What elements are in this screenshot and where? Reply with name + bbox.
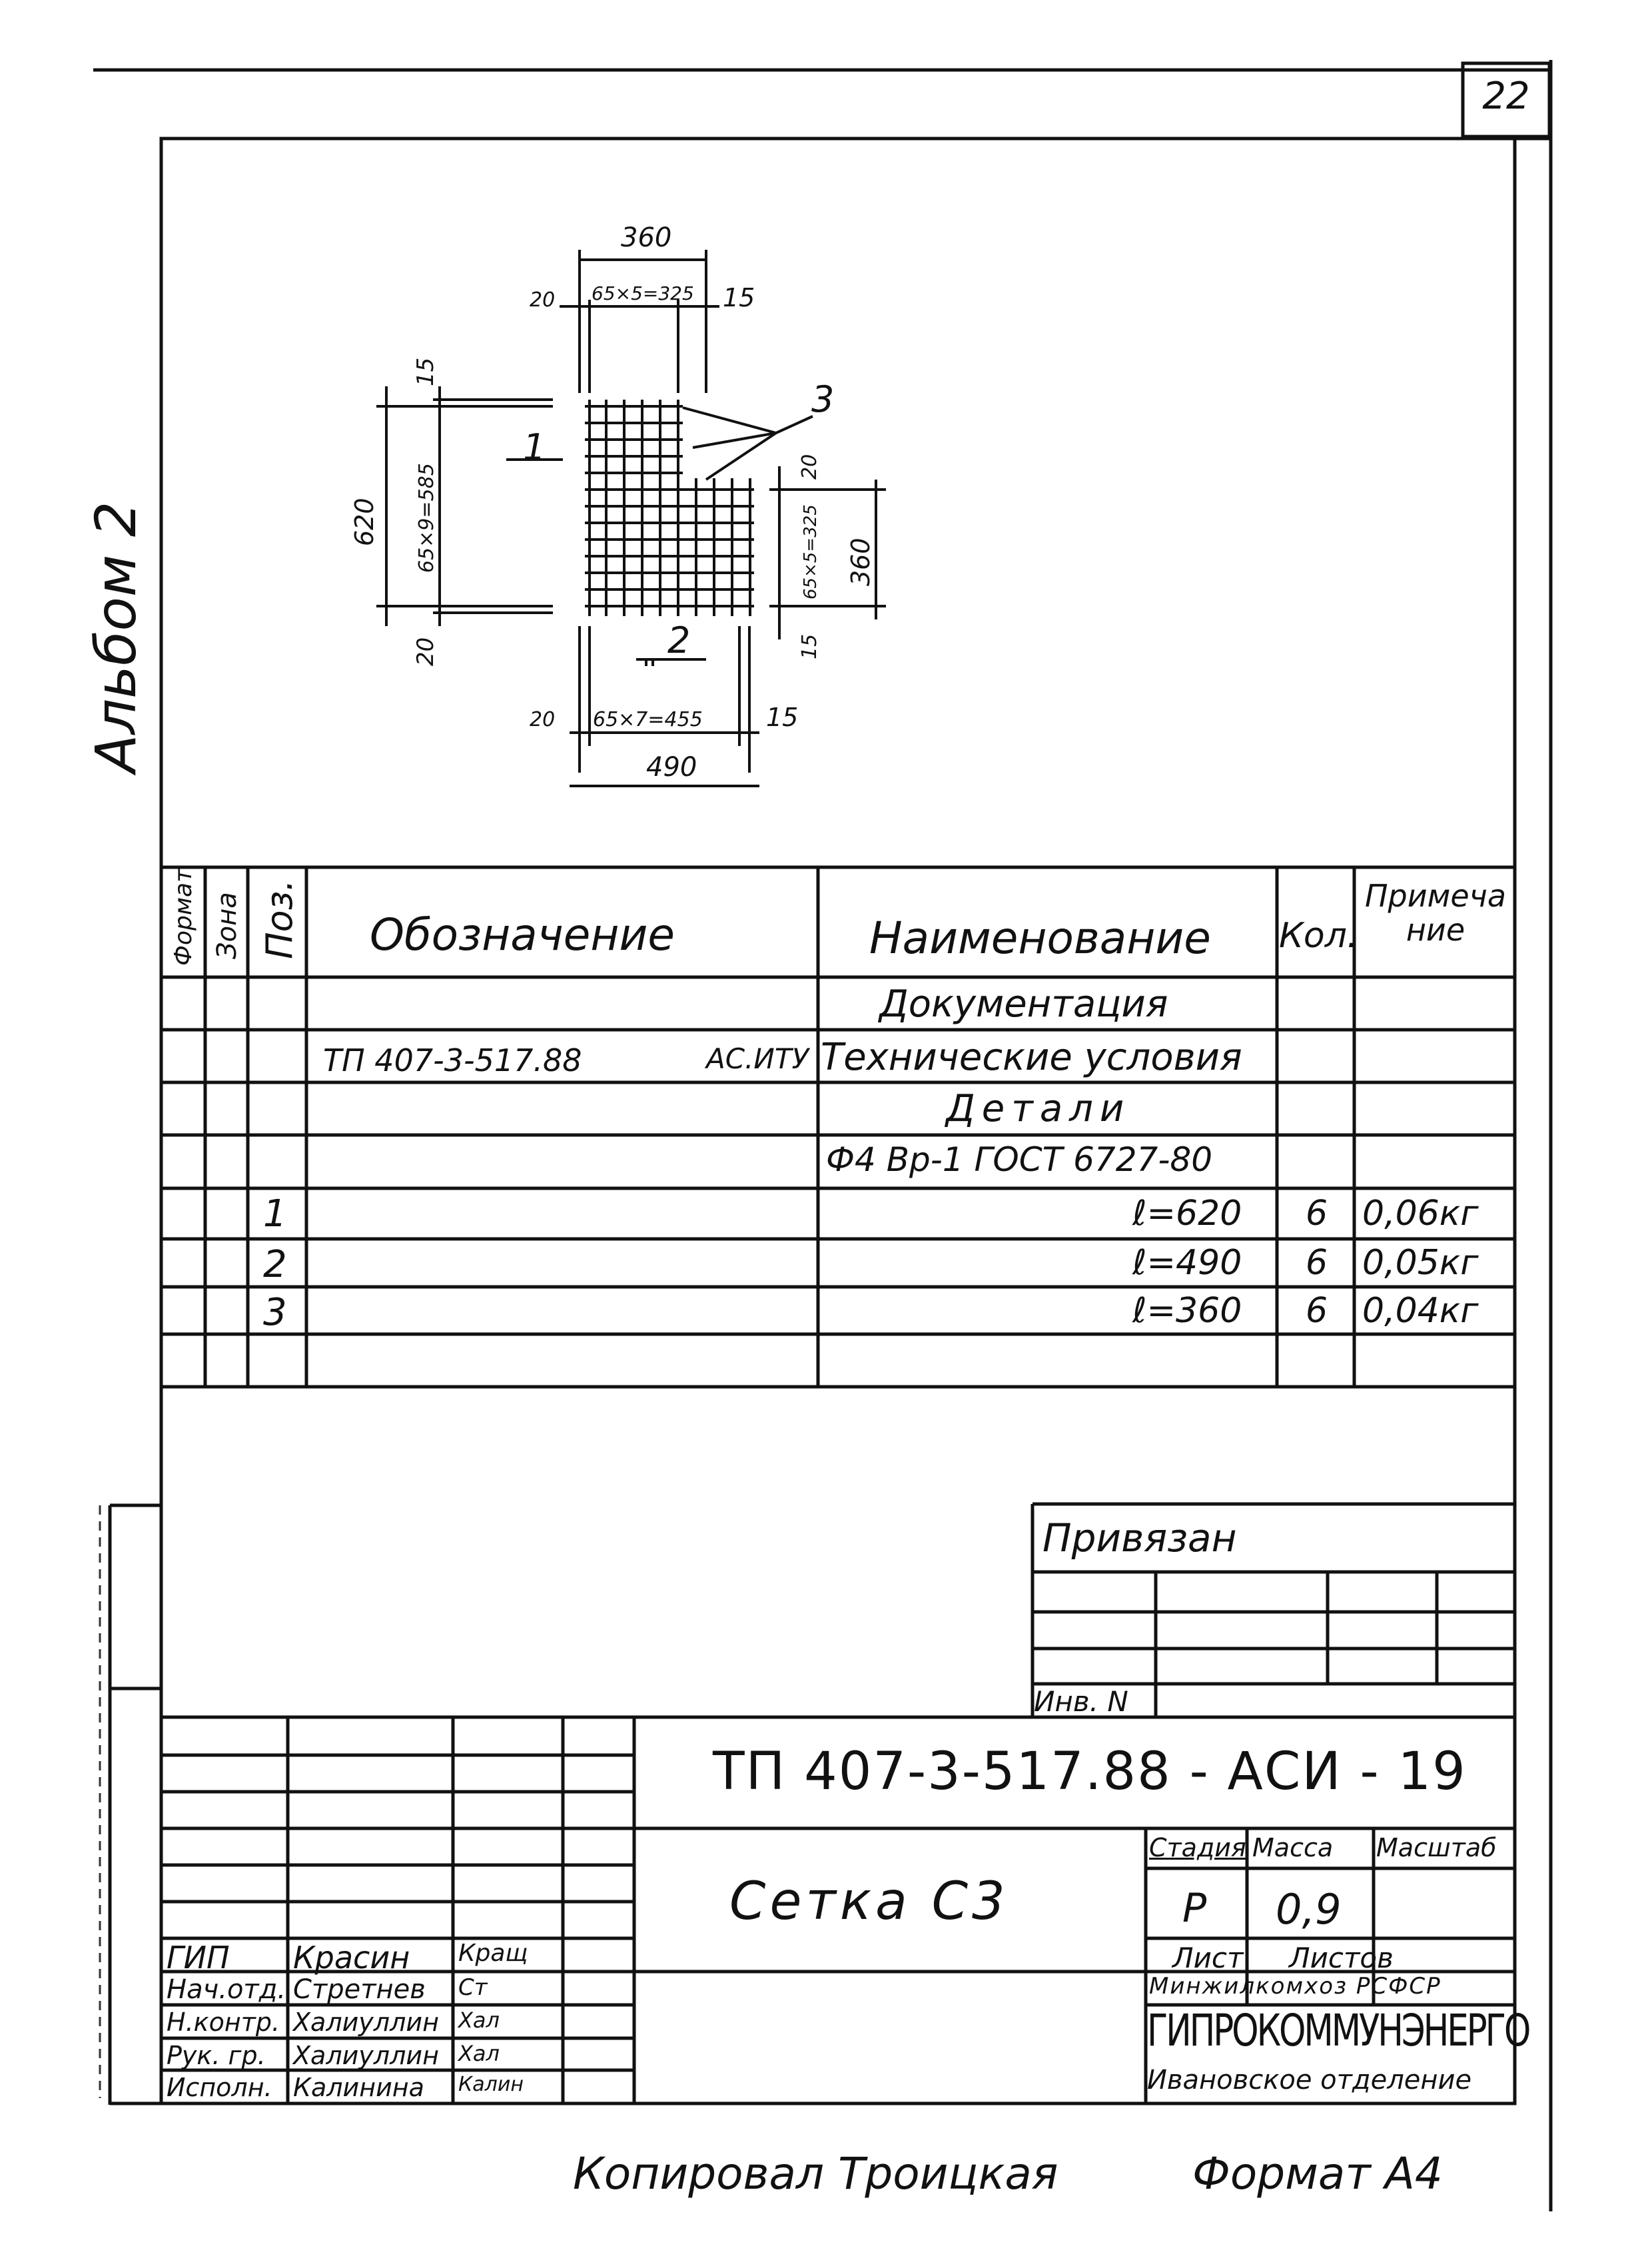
mass-value: 0,9: [1276, 1885, 1342, 1934]
header-qty: Кол.: [1279, 916, 1358, 956]
staff-role-2: Нач.отд.: [167, 1974, 286, 2005]
dim-bottom-right-offset: 15: [766, 703, 798, 732]
dim-left-spacing: 65×9=585: [415, 463, 438, 573]
sheets-label: Листов: [1289, 1942, 1394, 1974]
stage-label: Стадия: [1149, 1833, 1246, 1862]
staff-sign-3: Хал: [458, 2008, 500, 2033]
row-3-qty: 6: [1306, 1291, 1328, 1331]
row-details-name: Детали: [946, 1087, 1131, 1130]
row-1-pos: 1: [263, 1192, 287, 1236]
sheet-label: Лист: [1172, 1942, 1244, 1974]
mesh-drawing: 360 20 65×5=325 15 620 65×9=585 15 20 20…: [350, 222, 886, 787]
row-2-pos: 2: [263, 1243, 287, 1286]
staff-role-4: Рук. гр.: [167, 2041, 266, 2070]
row-2-name: ℓ=490: [1132, 1243, 1242, 1283]
stage-value: Р: [1182, 1885, 1207, 1932]
scale-label: Масштаб: [1376, 1833, 1497, 1862]
page-number: 22: [1482, 75, 1530, 118]
staff-role-3: Н.контр.: [167, 2008, 280, 2037]
row-material-name: Ф4 Вр-1 ГОСТ 6727-80: [826, 1140, 1213, 1179]
staff-role-1: ГИП: [167, 1940, 230, 1976]
row-tu-designation-suffix: АС.ИТУ: [706, 1042, 809, 1075]
drawing-title: Сетка С3: [729, 1872, 1009, 1932]
dim-top-width: 360: [621, 222, 671, 253]
dim-left-top-offset: 15: [412, 358, 439, 386]
row-1-name: ℓ=620: [1132, 1194, 1242, 1234]
binding-title: Привязан: [1042, 1515, 1237, 1561]
staff-sign-1: Кращ: [458, 1940, 528, 1967]
row-2-note: 0,05кг: [1362, 1243, 1479, 1283]
dim-bottom-width: 490: [646, 752, 697, 783]
staff-name-2: Стретнев: [293, 1974, 426, 2005]
header-note: Примечание: [1364, 878, 1507, 948]
org-line-2: ГИПРОКОММУНЭНЕРГО: [1147, 2005, 1531, 2056]
position-3-label: 3: [811, 378, 834, 420]
binding-inv: Инв. N: [1034, 1685, 1128, 1718]
staff-role-5: Исполн.: [167, 2073, 272, 2102]
org-line-1: Минжилкомхоз РСФСР: [1149, 1973, 1442, 2000]
staff-name-5: Калинина: [293, 2073, 424, 2102]
staff-sign-5: Калин: [458, 2073, 524, 2096]
staff-name-3: Халиуллин: [293, 2008, 439, 2037]
row-3-name: ℓ=360: [1132, 1291, 1242, 1331]
header-designation: Обозначение: [370, 909, 675, 960]
dim-left-bottom-offset: 20: [412, 637, 439, 666]
dim-right-bottom-offset: 15: [798, 634, 821, 659]
dim-left-height: 620: [350, 498, 379, 546]
dim-right-top-offset: 20: [798, 454, 821, 480]
dim-bottom-left-offset: 20: [530, 708, 555, 731]
mass-label: Масса: [1252, 1833, 1334, 1862]
position-2-label: 2: [667, 619, 690, 661]
dim-top-left-offset: 20: [530, 288, 555, 312]
doc-code: ТП 407-3-517.88 - АСИ - 19: [713, 1742, 1467, 1802]
dim-right-spacing: 65×5=325: [801, 504, 821, 599]
header-name: Наименование: [869, 913, 1211, 964]
row-documentation-name: Документация: [879, 982, 1168, 1026]
dim-top-spacing: 65×5=325: [592, 282, 694, 304]
staff-name-1: Красин: [293, 1940, 410, 1976]
row-1-qty: 6: [1306, 1194, 1328, 1234]
position-1-label: 1: [523, 426, 546, 468]
row-3-pos: 3: [263, 1291, 287, 1334]
row-2-qty: 6: [1306, 1243, 1328, 1283]
org-line-3: Ивановское отделение: [1147, 2065, 1472, 2095]
staff-name-4: Халиуллин: [293, 2041, 439, 2070]
dim-right-height: 360: [846, 538, 875, 586]
row-3-note: 0,04кг: [1362, 1291, 1479, 1331]
staff-sign-4: Хал: [458, 2041, 500, 2066]
staff-sign-2: Ст: [458, 1974, 488, 2001]
row-1-note: 0,06кг: [1362, 1194, 1479, 1234]
dim-top-right-offset: 15: [723, 283, 755, 312]
footer-format: Формат А4: [1192, 2148, 1443, 2199]
dim-bottom-spacing: 65×7=455: [593, 708, 703, 731]
row-tu-designation: ТП 407-3-517.88: [323, 1042, 582, 1078]
footer-copied: Копировал Троицкая: [573, 2148, 1058, 2199]
row-tu-name: Технические условия: [821, 1036, 1242, 1079]
mesh-grid: [585, 400, 754, 616]
